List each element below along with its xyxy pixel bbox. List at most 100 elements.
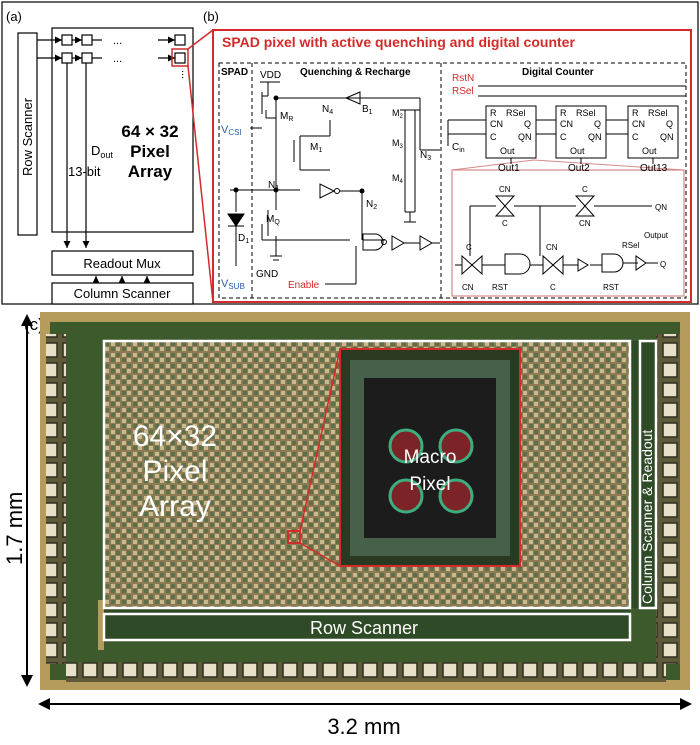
row-scanner-die-label: Row Scanner [310,618,418,638]
readout-mux-label: Readout Mux [83,256,161,271]
vsub-label: VSUB [221,278,245,291]
height-arrowhead-bottom [21,675,33,687]
pixel-square [82,53,92,63]
cell-cn-left: CN [462,283,474,292]
ff13-r: R [632,108,639,118]
die-array-title-3: Array [139,490,211,523]
ff2-c: C [560,132,567,142]
cell-cn-bottom-2: CN [579,219,591,228]
dots-top: ... [113,35,122,47]
cell-rst-1: RST [492,283,508,292]
pixel-square [175,53,185,63]
ff1-rsel: RSel [506,108,526,118]
pixel-square [82,35,92,45]
counter-section-label: Digital Counter [522,67,594,78]
ff13-rsel: RSel [648,108,668,118]
column-readout-die-label: Column Scanner & Readout [639,430,655,604]
quench-nodes [234,96,365,194]
ff-detail-labels: CN C C CN QN C CN RST CN C RST RSel Outp… [462,185,669,292]
mq-label: MQ [266,214,280,226]
column-scanner-label: Column Scanner [74,286,171,301]
vdd-label: VDD [260,70,281,81]
cell-output: Output [644,231,669,240]
pixel-square [175,35,185,45]
m1-label: M1 [310,142,322,154]
width-label: 3.2 mm [327,714,400,739]
row-scanner-label: Row Scanner [20,97,35,176]
ff2-r: R [560,108,567,118]
width-arrowhead-right [680,698,692,710]
height-label: 1.7 mm [2,492,27,565]
out13-label: Out13 [640,163,668,174]
pixel-square [62,35,72,45]
ff1-qn: QN [518,132,532,142]
ff13-c: C [632,132,639,142]
m3-label: M3 [392,138,404,150]
macro-label-1: Macro [404,447,457,468]
d1-label: D1 [238,233,249,245]
panel-b-title: SPAD pixel with active quenching and dig… [222,34,575,50]
cell-rst-2: RST [603,283,619,292]
die-array-title-1: 64×32 [133,420,217,453]
ff1-cn: CN [490,119,503,129]
ff2-qn: QN [588,132,602,142]
quench-schematic [228,82,440,284]
cell-c-top-2: C [582,185,588,194]
ff2-out: Out [570,146,585,156]
array-title-2: Pixel [130,142,170,161]
ff13-out: Out [642,146,657,156]
ff2-q: Q [594,119,601,129]
n3-label: N3 [420,150,431,162]
ff-zoom-line-1 [452,160,534,170]
cell-cn-top-1: CN [499,185,511,194]
mr-label: MR [280,111,293,123]
ff-detail-schematic [455,196,658,274]
bond-pads-right [656,334,680,664]
ff1-q: Q [524,119,531,129]
panel-c: (c) 64×32 Pixel Array Row Scanner Column… [2,312,692,739]
panel-b-label: (b) [203,9,219,24]
vcsi-label: VCSI [221,124,242,137]
enable-label: Enable [288,280,320,291]
cell-qn: QN [655,203,667,212]
bond-pads-left [46,334,66,664]
ff1-r: R [490,108,497,118]
ff2-rsel: RSel [576,108,596,118]
bond-pads-bottom [66,662,666,682]
cell-c-bottom-1: C [502,219,508,228]
ff1-c: C [490,132,497,142]
array-title-1: 64 × 32 [121,122,178,141]
bits-label: 13-bit [68,164,101,179]
pixel-square [62,53,72,63]
ff13-qn: QN [660,132,674,142]
rsel-label: RSel [452,86,474,97]
gnd-label: GND [256,269,278,280]
n1-label: N1 [268,180,279,192]
die-array-title-2: Pixel [142,455,207,488]
out2-label: Out2 [568,163,590,174]
cell-rsel: RSel [622,241,640,250]
n4-label: N4 [322,104,333,116]
n2-label: N2 [366,199,377,211]
panel-b: (b) SPAD pixel with active quenching and… [203,9,691,302]
macro-label-2: Pixel [409,474,450,495]
cin-label: Cin [452,142,465,154]
array-title-3: Array [128,162,173,181]
m4-label: M4 [392,173,404,185]
b1-label: B1 [362,104,373,116]
ff2-cn: CN [560,119,573,129]
ff13-cn: CN [632,119,645,129]
cell-cn-mid: CN [546,243,558,252]
width-arrowhead-left [38,698,50,710]
panel-a-label: (a) [6,9,22,24]
quench-section-label: Quenching & Recharge [300,67,411,78]
spad-section-label: SPAD [221,67,248,78]
ff13-q: Q [666,119,673,129]
cell-c-left: C [466,243,472,252]
dots-mid: ... [113,53,122,65]
ff1-out: Out [500,146,515,156]
rstn-label: RstN [452,73,474,84]
cell-c-mid: C [550,283,556,292]
cell-q: Q [660,260,666,269]
